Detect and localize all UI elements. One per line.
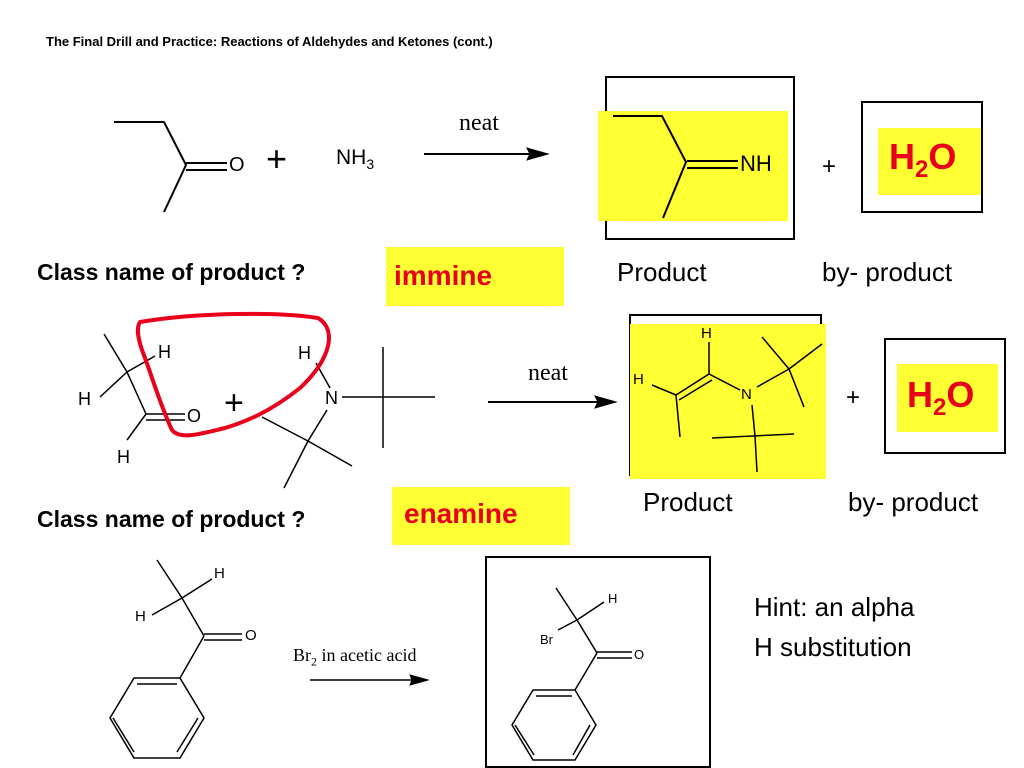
carbonyl-oxygen-1: O [229, 154, 245, 176]
enamine-h-top: H [701, 325, 712, 342]
acetophenone-h-left: H [135, 608, 146, 625]
amine-nitrogen: N [325, 388, 338, 408]
amine-skeleton [261, 347, 435, 489]
question-1: Class name of product ? [37, 259, 306, 285]
answer-highlight-1 [386, 247, 564, 306]
acetophenone-h-top: H [214, 565, 225, 582]
answer-2: enamine [404, 498, 518, 529]
product-highlight-1 [598, 111, 788, 221]
enamine-skeleton [651, 336, 823, 473]
water-by-product-1: H2O [889, 136, 957, 184]
product-label-2: Product [643, 487, 733, 517]
enamine-nitrogen: N [741, 386, 752, 403]
acetophenone-oxygen: O [245, 627, 257, 644]
water-by-product-2: H2O [907, 374, 975, 422]
plus-sign-1: + [266, 138, 288, 179]
reaction-arrow-1 [424, 147, 550, 161]
by-product-box-2 [884, 338, 1006, 454]
plus-sign-by-product-1: + [822, 153, 837, 180]
condition-bromination: Br2 in acetic acid [293, 645, 417, 669]
atom-h-aldehyde: H [117, 447, 130, 467]
red-circle-annotation [135, 311, 331, 438]
imine-nitrogen: NH [740, 151, 772, 176]
enamine-h-left: H [633, 371, 644, 388]
hint-line-1: Hint: an alpha [754, 592, 915, 622]
product-oxygen: O [634, 647, 645, 662]
product-highlight-2 [630, 324, 826, 479]
question-2: Class name of product ? [37, 506, 306, 532]
bromoacetophenone-skeleton [511, 587, 632, 761]
butanone-skeleton [114, 121, 227, 213]
acetophenone-skeleton [109, 559, 242, 759]
reaction-arrow-3 [310, 674, 430, 686]
condition-neat-2: neat [528, 360, 568, 386]
reaction-arrow-2 [488, 395, 618, 409]
by-product-label-1: by- product [822, 257, 953, 287]
plus-sign-by-product-2: + [846, 384, 861, 411]
by-product-label-2: by- product [848, 487, 979, 517]
product-bromine: Br [540, 632, 553, 647]
by-product-highlight-1 [878, 128, 981, 195]
slide-title: The Final Drill and Practice: Reactions … [46, 34, 493, 49]
by-product-highlight-2 [897, 364, 998, 432]
plus-sign-2: + [224, 384, 244, 422]
amine-hydrogen: H [298, 343, 311, 363]
condition-neat-1: neat [459, 110, 499, 136]
answer-1: immine [394, 260, 493, 291]
carbonyl-oxygen-2: O [187, 406, 202, 426]
answer-box-3 [485, 556, 711, 768]
hint-line-2: H substitution [754, 632, 912, 662]
product-label-1: Product [617, 257, 707, 287]
atom-h-alpha: H [158, 342, 171, 362]
by-product-box-1 [861, 101, 983, 213]
atom-h-left: H [78, 389, 91, 409]
answer-highlight-2 [392, 487, 570, 545]
ammonia-reagent: NH3 [336, 146, 375, 173]
imine-skeleton [613, 115, 738, 219]
product-h-top: H [608, 591, 618, 606]
